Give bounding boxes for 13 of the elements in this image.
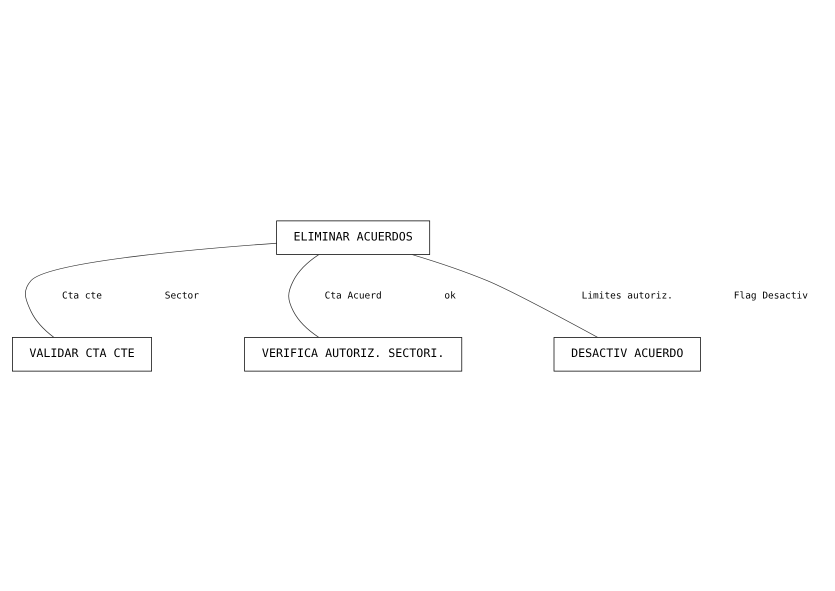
connector bbox=[25, 242, 277, 338]
label: Sector bbox=[164, 290, 199, 301]
node-box: DESACTIV ACUERDO bbox=[554, 336, 701, 371]
label: Flag Desactiv bbox=[734, 290, 808, 301]
label: ok bbox=[444, 290, 456, 301]
connector bbox=[288, 254, 320, 338]
connector bbox=[412, 254, 598, 338]
node-box: ELIMINAR ACUERDOS bbox=[276, 220, 430, 254]
node-box: VERIFICA AUTORIZ. SECTORI. bbox=[244, 336, 462, 371]
label: Cta Acuerd bbox=[324, 290, 382, 301]
node-box: VALIDAR CTA CTE bbox=[12, 336, 152, 371]
label: Limites autoriz. bbox=[582, 290, 673, 301]
label: Cta cte bbox=[62, 290, 102, 301]
